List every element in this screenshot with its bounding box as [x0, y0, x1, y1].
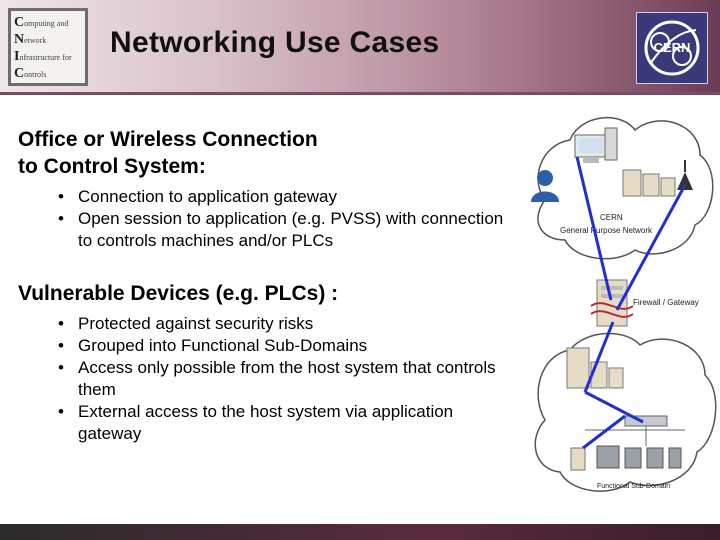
slide-body: Office or Wireless Connection to Control…	[18, 126, 518, 445]
slide-footer	[0, 524, 720, 540]
user-icon	[531, 170, 559, 202]
list-item: External access to the host system via a…	[58, 401, 518, 445]
list-item: Protected against security risks	[58, 313, 518, 335]
plc-rack-icon	[570, 445, 682, 471]
host-server-icon	[566, 347, 624, 389]
network-diagram: CERN General Purpose Network Firewall / …	[531, 116, 717, 492]
bullet-list: Connection to application gateway Open s…	[18, 186, 518, 252]
link-gateway-host	[583, 321, 615, 393]
page-title: Networking Use Cases	[110, 26, 440, 59]
section-heading: Office or Wireless Connection to Control…	[18, 128, 318, 178]
section-office-wireless: Office or Wireless Connection to Control…	[18, 126, 518, 252]
list-item: Grouped into Functional Sub-Domains	[58, 335, 518, 357]
section-vulnerable-devices: Vulnerable Devices (e.g. PLCs) : Protect…	[18, 280, 518, 445]
server-icon	[622, 169, 676, 197]
cern-logo: CERN	[636, 12, 708, 84]
wireless-access-point-icon	[677, 160, 693, 190]
workstation-icon	[574, 127, 618, 163]
firewall-gateway-icon	[590, 279, 634, 327]
link-workstation-gateway	[575, 156, 613, 301]
link-host-switch	[584, 390, 644, 424]
svg-text:Functional Sub-Domain: Functional Sub-Domain	[597, 483, 670, 490]
svg-text:CERN: CERN	[600, 213, 623, 222]
svg-text:Firewall / Gateway: Firewall / Gateway	[633, 298, 699, 307]
list-item: Open session to application (e.g. PVSS) …	[58, 208, 518, 252]
section-heading: Vulnerable Devices (e.g. PLCs) :	[18, 282, 339, 305]
list-item: Access only possible from the host syste…	[58, 357, 518, 401]
slide-header: Computing and Network Infrastructure for…	[0, 0, 720, 95]
link-wireless-gateway	[615, 184, 687, 311]
link-switch-plc	[582, 414, 626, 450]
svg-text:CERN: CERN	[654, 40, 691, 55]
cnic-logo: Computing and Network Infrastructure for…	[8, 8, 88, 86]
connection-links	[575, 156, 687, 450]
bullet-list: Protected against security risks Grouped…	[18, 313, 518, 445]
svg-text:General Purpose Network: General Purpose Network	[560, 226, 653, 235]
list-item: Connection to application gateway	[58, 186, 518, 208]
